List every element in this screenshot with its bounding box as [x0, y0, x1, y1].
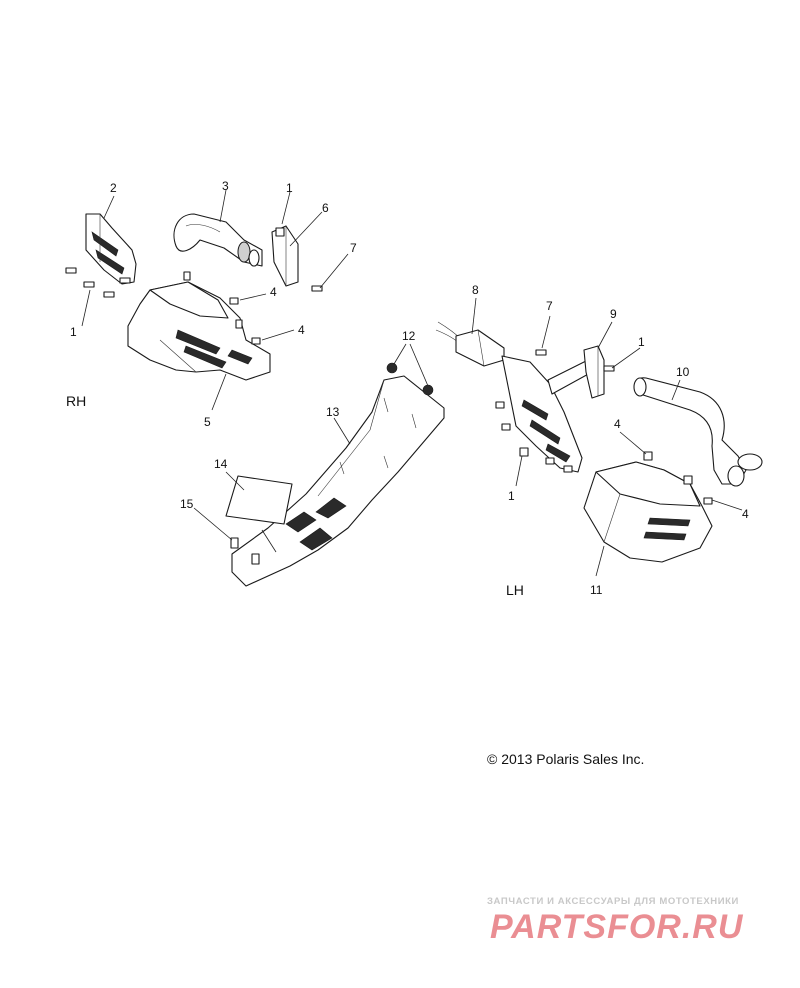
part-6-mount-bracket-rh	[271, 225, 299, 287]
callout-7-lh: 7	[546, 299, 553, 313]
part-15-bolts	[230, 537, 260, 565]
callout-14: 14	[214, 457, 228, 471]
callout-2-rh: 2	[110, 181, 117, 195]
copyright-notice: © 2013 Polaris Sales Inc.	[487, 751, 645, 767]
part-14-decal	[225, 475, 293, 525]
part-2-bracket-rh	[85, 213, 137, 285]
callout-4-lh-b: 4	[742, 507, 749, 521]
part-3-pipe-rh	[173, 213, 263, 267]
callout-labels: 2 3 1 6 7 4 4 1 5 12 13 14 15 8 7 9 1 10…	[70, 179, 749, 597]
lh-fasteners	[495, 349, 713, 505]
callout-5-rh: 5	[204, 415, 211, 429]
lh-leader-lines	[471, 297, 743, 577]
callout-12: 12	[402, 329, 416, 343]
part-9-mount-bracket-lh	[547, 345, 605, 399]
part-10-pipe-lh	[633, 377, 763, 487]
callout-4-lh-a: 4	[614, 417, 621, 431]
callout-1-rh-bottom: 1	[70, 325, 77, 339]
callout-4-rh-a: 4	[270, 285, 277, 299]
callout-4-rh-b: 4	[298, 323, 305, 337]
callout-6-rh: 6	[322, 201, 329, 215]
callout-10-lh: 10	[676, 365, 690, 379]
callout-13: 13	[326, 405, 340, 419]
side-label-rh: RH	[66, 393, 86, 409]
part-13-skid-plate	[231, 375, 445, 587]
watermark-tagline: ЗАПЧАСТИ И АКСЕССУАРЫ ДЛЯ МОТОТЕХНИКИ	[487, 896, 739, 907]
callout-7-rh: 7	[350, 241, 357, 255]
callout-1-lh-bottom: 1	[508, 489, 515, 503]
rh-leader-lines	[81, 189, 349, 411]
part-12-nuts	[386, 362, 434, 396]
callout-15: 15	[180, 497, 194, 511]
callout-8-lh: 8	[472, 283, 479, 297]
callout-3-rh: 3	[222, 179, 229, 193]
callout-11-lh: 11	[590, 583, 603, 597]
part-lh-bracket-plate	[501, 355, 583, 473]
callout-9-lh: 9	[610, 307, 617, 321]
svg-text:PARTSFOR.RU: PARTSFOR.RU	[490, 908, 744, 946]
part-5-guard-rh	[127, 281, 271, 381]
center-leader-lines	[193, 343, 429, 553]
part-8-heat-shield-lh	[435, 321, 505, 367]
side-label-lh: LH	[506, 582, 524, 598]
callout-1-rh-top: 1	[286, 181, 293, 195]
watermark-logo: PARTSFOR.RU	[490, 908, 744, 946]
part-11-guard-lh	[583, 461, 713, 563]
callout-1-lh-top: 1	[638, 335, 645, 349]
rh-fasteners	[65, 227, 323, 345]
